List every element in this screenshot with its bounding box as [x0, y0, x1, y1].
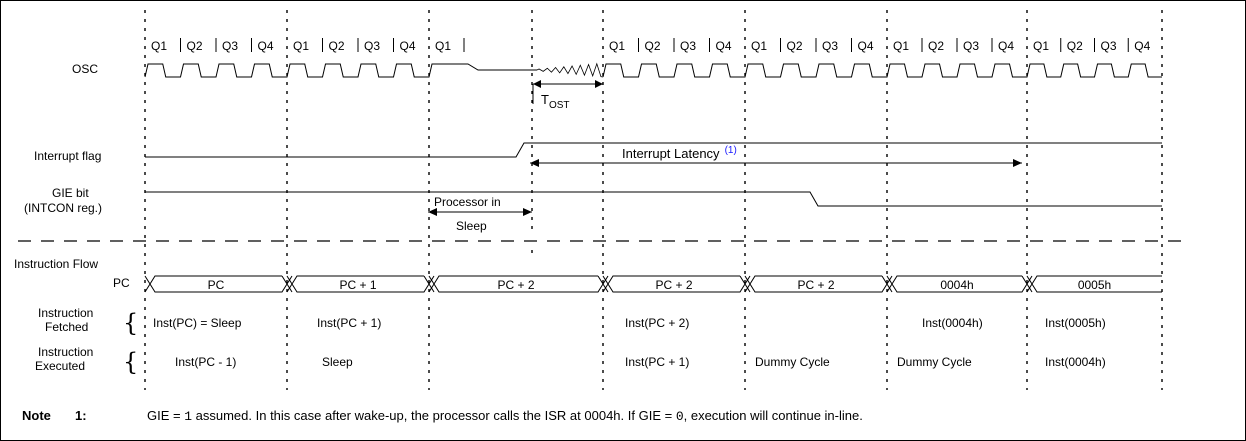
pc-bus-segment: [144, 275, 293, 293]
quarter-label-c1-q2: Q2: [329, 39, 345, 53]
quarter-label-c0-q1: Q1: [151, 39, 167, 53]
quarter-label-c5-q3: Q3: [1101, 39, 1117, 53]
pc-value-4: PC + 2: [797, 278, 834, 292]
executed-cell-6: Inst(0004h): [1045, 355, 1106, 369]
quarter-label-c3-q2: Q2: [787, 39, 803, 53]
pc-bus-segment: [1026, 275, 1162, 293]
quarter-label-c2-q3: Q3: [680, 39, 696, 53]
fetched-label: Instruction: [38, 306, 93, 320]
executed-row: Inst(PC - 1) Sleep Inst(PC + 1) Dummy Cycle…: [175, 355, 1106, 369]
interrupt-latency-annotation: Interrupt Latency(1): [530, 145, 1022, 167]
interrupt-flag-label: Interrupt flag: [34, 149, 101, 163]
processor-sleep-sublabel: Sleep: [456, 219, 487, 233]
quarter-label-c3-q1: Q1: [751, 39, 767, 53]
gie-bit-label: GIE bit: [52, 186, 89, 200]
quarter-labels: Q1 Q2 Q3 Q4 Q1 Q2 Q3 Q4 Q1 Q2 Q3 Q4 Q1 Q2 Q3 Q4 Q1 Q2 Q3 Q4…: [151, 38, 1151, 53]
note-number: 1:: [75, 408, 87, 423]
quarter-label-c0-q2: Q2: [187, 39, 203, 53]
executed-sublabel: Executed: [35, 359, 85, 373]
pc-value-0: PC: [208, 278, 225, 292]
processor-sleep-annotation: Processor in Sleep: [428, 195, 532, 233]
quarter-label-c4-q4: Q4: [998, 39, 1014, 53]
pc-value-2: PC + 2: [497, 278, 534, 292]
instruction-flow-label: Instruction Flow: [14, 257, 98, 271]
executed-cell-0: Inst(PC - 1): [175, 355, 236, 369]
executed-brace: {: [123, 348, 138, 376]
pc-label: PC: [113, 276, 130, 290]
quarter-label-c1-q3: Q3: [364, 39, 380, 53]
pc-value-3: PC + 2: [655, 278, 692, 292]
fetched-row: Inst(PC) = Sleep Inst(PC + 1) Inst(PC + 2)…: [153, 316, 1106, 330]
pc-bus-segment: [602, 275, 751, 293]
pc-value-1: PC + 1: [339, 278, 376, 292]
fetched-cell-5: Inst(0004h): [922, 316, 983, 330]
osc-startup-ramp: [536, 62, 604, 78]
gie-bit-signal: [145, 191, 1162, 207]
interrupt-flag-row: Interrupt flag: [34, 142, 1162, 163]
quarter-label-c3-q3: Q3: [822, 39, 838, 53]
executed-cell-1: Sleep: [322, 355, 353, 369]
quarter-label-c1-q1: Q1: [293, 39, 309, 53]
quarter-label-c5-q4: Q4: [1134, 39, 1150, 53]
quarter-label-c0-q3: Q3: [222, 39, 238, 53]
quarter-label-c1-q4: Q4: [400, 39, 416, 53]
executed-label: Instruction: [38, 345, 93, 359]
quarter-label-c5-q2: Q2: [1067, 39, 1083, 53]
quarter-label-c4-q1: Q1: [893, 39, 909, 53]
gie-bit-sublabel: (INTCON reg.): [24, 201, 102, 215]
pc-bus-segment: [744, 275, 893, 293]
interrupt-flag-signal: [145, 142, 1162, 158]
footnote: Note 1: GIE = 1 assumed. In this case af…: [22, 408, 863, 424]
quarter-label-c2-q4: Q4: [716, 39, 732, 53]
note-text: GIE = 1 assumed. In this case after wake…: [147, 408, 863, 424]
osc-waveform: [144, 63, 1162, 78]
executed-cell-3: Inst(PC + 1): [625, 355, 689, 369]
gie-bit-row: GIE bit (INTCON reg.): [24, 186, 1162, 215]
quarter-label-sleep-q1: Q1: [435, 39, 451, 53]
executed-cell-5: Dummy Cycle: [897, 355, 972, 369]
quarter-label-c2-q1: Q1: [609, 39, 625, 53]
fetched-cell-6: Inst(0005h): [1045, 316, 1106, 330]
pc-value-5: 0004h: [940, 278, 973, 292]
osc-row: OSC: [72, 62, 1162, 78]
fetched-cell-0: Inst(PC) = Sleep: [153, 316, 242, 330]
tost-annotation: TOST: [532, 80, 603, 111]
quarter-label-c2-q2: Q2: [645, 39, 661, 53]
pc-bus: PC PC + 1 PC + 2 PC + 2 PC + 2 0004h 0005h: [144, 275, 1162, 293]
pc-bus-segment: [428, 275, 609, 293]
fetched-sublabel: Fetched: [45, 320, 88, 334]
note-label: Note: [22, 408, 51, 423]
quarter-label-c0-q4: Q4: [258, 39, 274, 53]
interrupt-latency-label: Interrupt Latency(1): [622, 145, 737, 161]
pc-bus-segment: [286, 275, 435, 293]
quarter-label-c5-q1: Q1: [1033, 39, 1049, 53]
pc-value-6: 0005h: [1078, 278, 1111, 292]
quarter-label-c4-q2: Q2: [928, 39, 944, 53]
fetched-cell-3: Inst(PC + 2): [625, 316, 689, 330]
processor-sleep-label: Processor in: [434, 195, 501, 209]
instruction-flow-section: Instruction Flow PC PC PC + 1 PC + 2 PC + 2…: [14, 257, 1162, 376]
fetched-brace: {: [123, 309, 138, 337]
quarter-label-c4-q3: Q3: [963, 39, 979, 53]
tost-label: TOST: [541, 92, 570, 111]
osc-label: OSC: [72, 62, 98, 76]
pc-bus-segment: [886, 275, 1033, 293]
cycle-boundaries: [144, 10, 1163, 390]
fetched-cell-1: Inst(PC + 1): [317, 316, 381, 330]
executed-cell-4: Dummy Cycle: [755, 355, 830, 369]
quarter-label-c3-q4: Q4: [858, 39, 874, 53]
